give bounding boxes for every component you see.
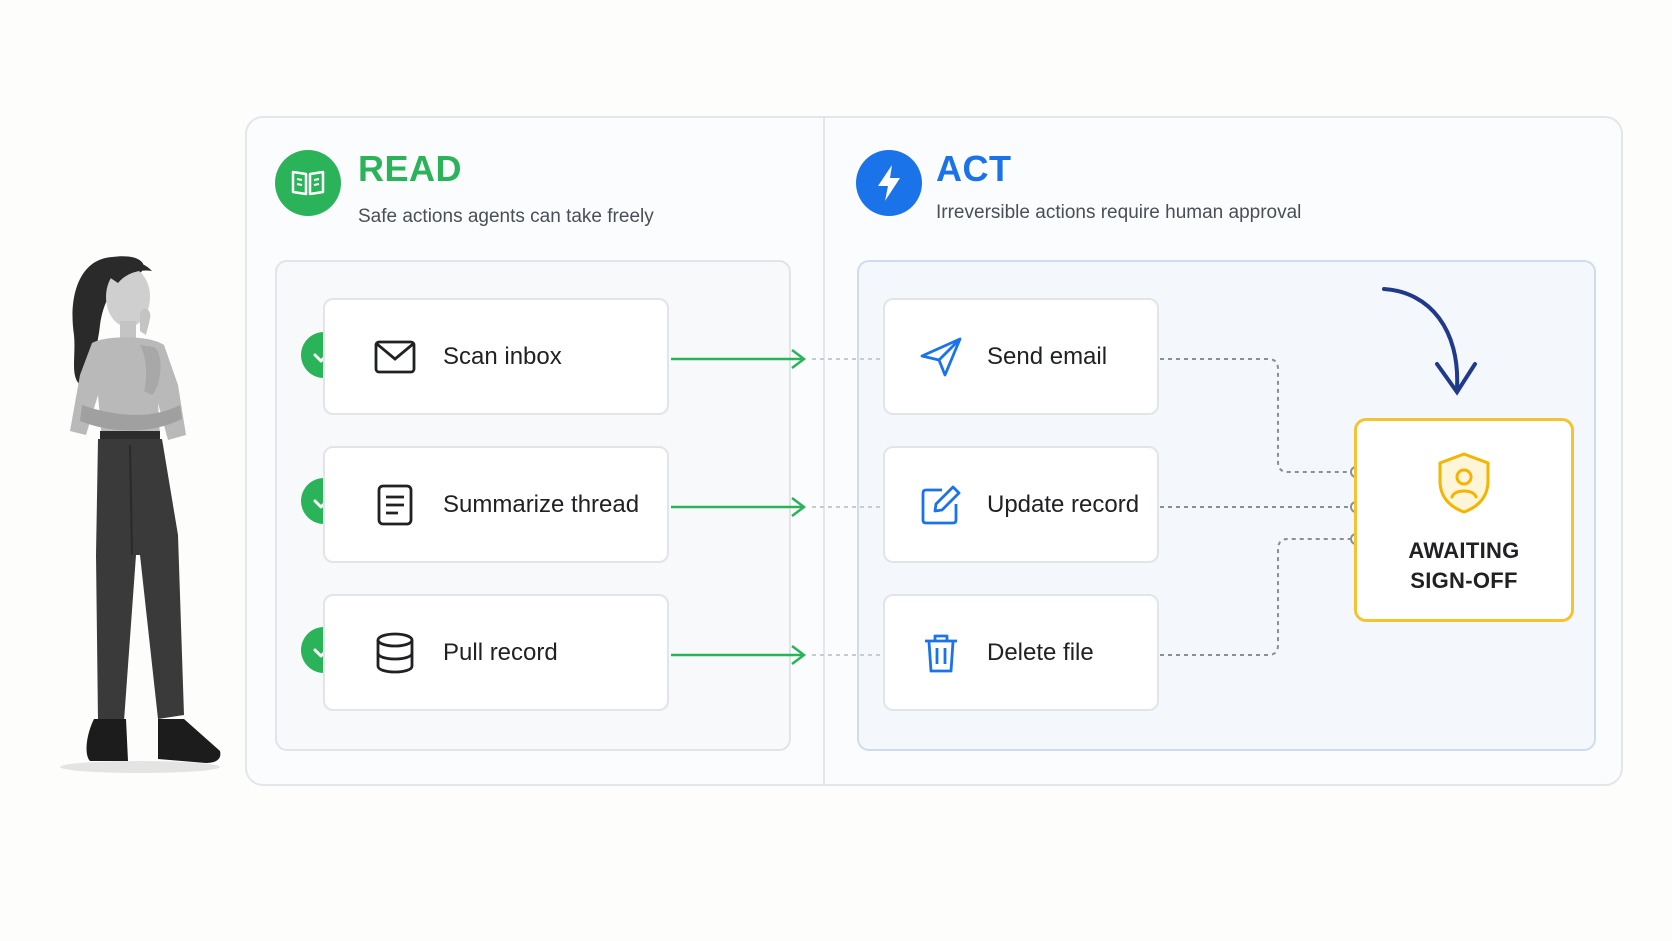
document-icon xyxy=(371,481,419,529)
act-section-icon xyxy=(856,150,922,216)
mail-icon xyxy=(371,333,419,381)
send-icon xyxy=(917,333,965,381)
lightning-icon xyxy=(878,165,900,201)
database-icon xyxy=(371,629,419,677)
read-item-scan-inbox[interactable]: Scan inbox xyxy=(323,298,669,415)
act-subtitle: Irreversible actions require human appro… xyxy=(936,202,1302,223)
read-item-summarize-thread[interactable]: Summarize thread xyxy=(323,446,669,563)
person-illustration xyxy=(60,256,221,773)
act-item-update-record[interactable]: Update record xyxy=(883,446,1159,563)
trash-icon xyxy=(917,629,965,677)
edit-icon xyxy=(917,481,965,529)
read-title: READ xyxy=(358,148,463,189)
shield-user-icon xyxy=(1436,451,1492,520)
act-item-delete-file[interactable]: Delete file xyxy=(883,594,1159,711)
approval-label: AWAITING SIGN-OFF xyxy=(1408,536,1519,596)
approval-line-1: AWAITING xyxy=(1408,538,1520,563)
open-book-icon xyxy=(291,170,325,196)
act-item-label: Update record xyxy=(987,490,1140,518)
read-item-label: Pull record xyxy=(443,638,558,666)
act-item-label: Send email xyxy=(987,342,1108,370)
act-title: ACT xyxy=(936,148,1012,189)
column-divider xyxy=(823,118,825,784)
read-item-label: Scan inbox xyxy=(443,342,562,370)
curved-arrow xyxy=(1382,287,1477,396)
act-item-label: Delete file xyxy=(987,638,1094,666)
read-subtitle: Safe actions agents can take freely xyxy=(358,206,654,227)
read-item-pull-record[interactable]: Pull record xyxy=(323,594,669,711)
approval-box: AWAITING SIGN-OFF xyxy=(1354,418,1574,622)
read-section-icon xyxy=(275,150,341,216)
approval-line-2: SIGN-OFF xyxy=(1410,568,1518,593)
act-item-send-email[interactable]: Send email xyxy=(883,298,1159,415)
read-item-label: Summarize thread xyxy=(443,490,640,518)
